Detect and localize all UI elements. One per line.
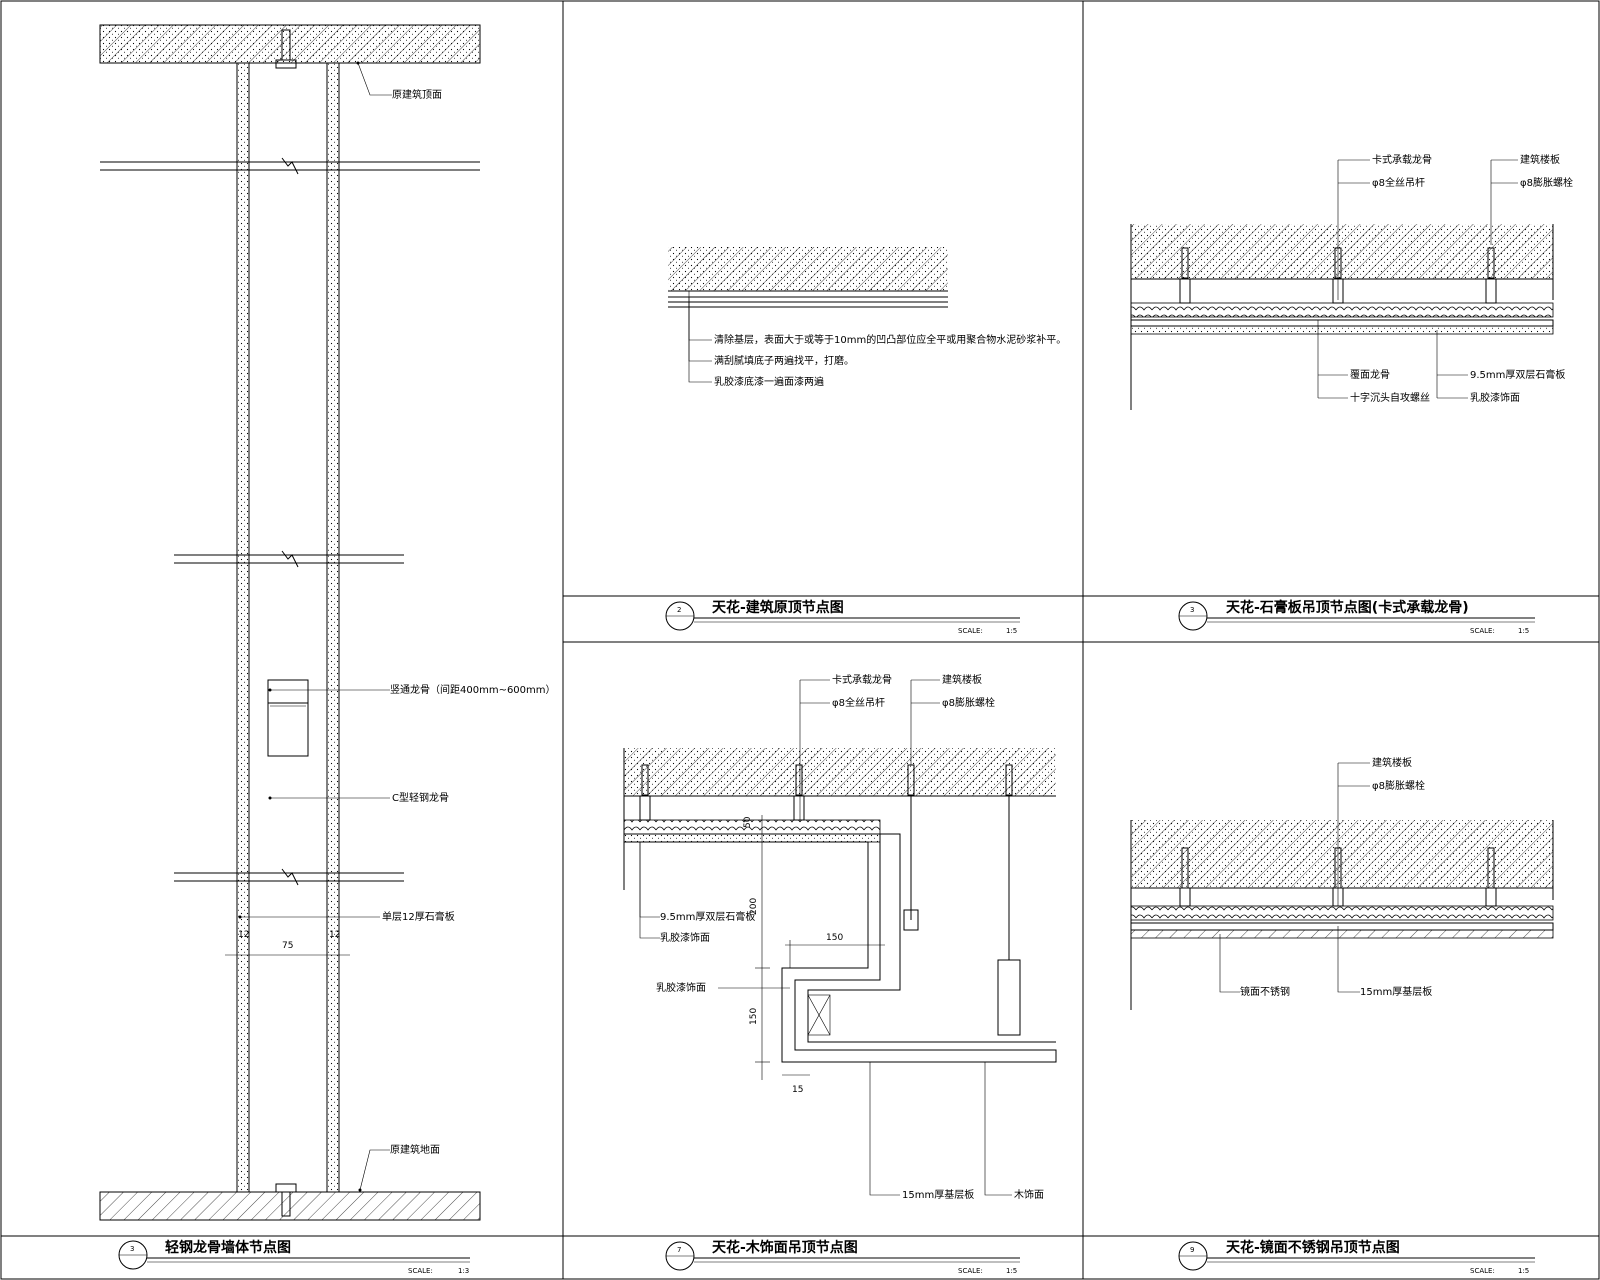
scale-value: 1:5 [1518,1267,1529,1275]
label-e: 覆面龙骨 [1350,368,1390,381]
label-layer-1: 清除基层，表面大于或等于10mm的凹凸部位应全平或用聚合物水泥砂浆补平。 [714,333,1066,346]
dim-mid: 75 [282,941,293,951]
drawing-number: 2 [677,606,681,614]
label-b: φ8全丝吊杆 [1372,176,1425,189]
dim-5: 15 [792,1085,803,1095]
panel-mirror-ceiling: 建筑楼板 φ8膨胀螺栓 镜面不锈钢 15mm厚基层板 9 天花-镜面不锈钢吊顶节… [1130,756,1554,1275]
label-a: 卡式承载龙骨 [1372,153,1432,166]
label-f: 乳胶漆饰面 [660,931,710,944]
label-g: 9.5mm厚双层石膏板 [1470,368,1565,381]
label-layer-2: 满刮腻填底子两遍找平，打磨。 [714,354,854,367]
label-a: 卡式承载龙骨 [832,673,892,686]
label-c: 建筑楼板 [1520,153,1560,166]
scale-label: SCALE: [958,627,983,635]
stud-profile [267,679,309,757]
label-d: φ8膨胀螺栓 [1520,176,1573,189]
drawing-number: 7 [677,1246,681,1254]
drawing-number: 3 [130,1245,134,1253]
drawing-title: 天花-石膏板吊顶节点图(卡式承载龙骨) [1226,599,1469,616]
panel-wood-ceiling: 卡式承载龙骨 φ8全丝吊杆 建筑楼板 φ8膨胀螺栓 9.5mm厚双层石膏板 乳胶… [623,673,1057,1275]
dim-left: 12 [238,930,249,940]
label-f: 十字沉头自攻螺丝 [1350,391,1430,404]
label-h: 15mm厚基层板 [902,1188,974,1201]
drawing-number: 3 [1190,606,1194,614]
label-i: 木饰面 [1014,1188,1044,1201]
label-board: 单层12厚石膏板 [382,910,455,923]
label-a: 建筑楼板 [1372,756,1412,769]
label-c: 镜面不锈钢 [1240,985,1290,998]
label-floor: 原建筑地面 [390,1143,440,1156]
panel-gypsum-ceiling: 卡式承载龙骨 φ8全丝吊杆 建筑楼板 φ8膨胀螺栓 覆面龙骨 十字沉头自攻螺丝 … [1130,153,1573,635]
scale-value: 1:5 [1518,627,1529,635]
drawing-title: 天花-木饰面吊顶节点图 [712,1239,858,1256]
label-b: φ8膨胀螺栓 [1372,779,1425,792]
label-h: 乳胶漆饰面 [1470,391,1520,404]
dim-1: 50 [743,816,753,828]
left-board [236,62,250,1193]
soffit-outline [624,834,1057,1063]
label-stud: 竖通龙骨（间距400mm~600mm） [390,683,556,696]
bottom-anchor [275,1183,297,1217]
dim-right: 12 [329,930,340,940]
label-track: C型轻钢龙骨 [392,791,449,804]
scale-value: 1:3 [458,1267,469,1275]
title-block: 2 天花-建筑原顶节点图 SCALE: 1:5 [665,599,1020,635]
title-block: 9 天花-镜面不锈钢吊顶节点图 SCALE: 1:5 [1178,1239,1535,1275]
scale-label: SCALE: [958,1267,983,1275]
label-g: 乳胶漆饰面 [656,981,706,994]
drawing-number: 9 [1190,1246,1194,1254]
title-block: 7 天花-木饰面吊顶节点图 SCALE: 1:5 [665,1239,1020,1275]
drawing-title: 轻钢龙骨墙体节点图 [165,1239,291,1256]
drawing-title: 天花-建筑原顶节点图 [712,599,844,616]
label-layer-3: 乳胶漆底漆一遍面漆两遍 [714,375,824,388]
label-d: φ8膨胀螺栓 [942,696,995,709]
scale-value: 1:5 [1006,627,1017,635]
scale-label: SCALE: [1470,1267,1495,1275]
scale-label: SCALE: [408,1267,433,1275]
top-anchor [275,29,297,69]
label-d: 15mm厚基层板 [1360,985,1432,998]
label-e: 9.5mm厚双层石膏板 [660,910,755,923]
scale-label: SCALE: [1470,627,1495,635]
label-top-ceiling: 原建筑顶面 [392,88,442,101]
label-c: 建筑楼板 [942,673,982,686]
title-block: 3 天花-石膏板吊顶节点图(卡式承载龙骨) SCALE: 1:5 [1178,599,1535,635]
dim-4: 150 [826,933,843,943]
drawing-title: 天花-镜面不锈钢吊顶节点图 [1226,1239,1400,1256]
title-block: 3 轻钢龙骨墙体节点图 SCALE: 1:3 [118,1239,470,1275]
break-lines [100,157,480,886]
panel-original-ceiling: 清除基层，表面大于或等于10mm的凹凸部位应全平或用聚合物水泥砂浆补平。 满刮腻… [665,247,1066,635]
dim-2: 200 [749,898,759,915]
label-b: φ8全丝吊杆 [832,696,885,709]
right-board [326,62,340,1193]
scale-value: 1:5 [1006,1267,1017,1275]
dim-3: 150 [749,1008,759,1025]
panel-wall-detail: 原建筑顶面 竖通龙骨（间距400mm~600mm） C型轻钢龙骨 单层12厚石膏… [99,24,556,1275]
